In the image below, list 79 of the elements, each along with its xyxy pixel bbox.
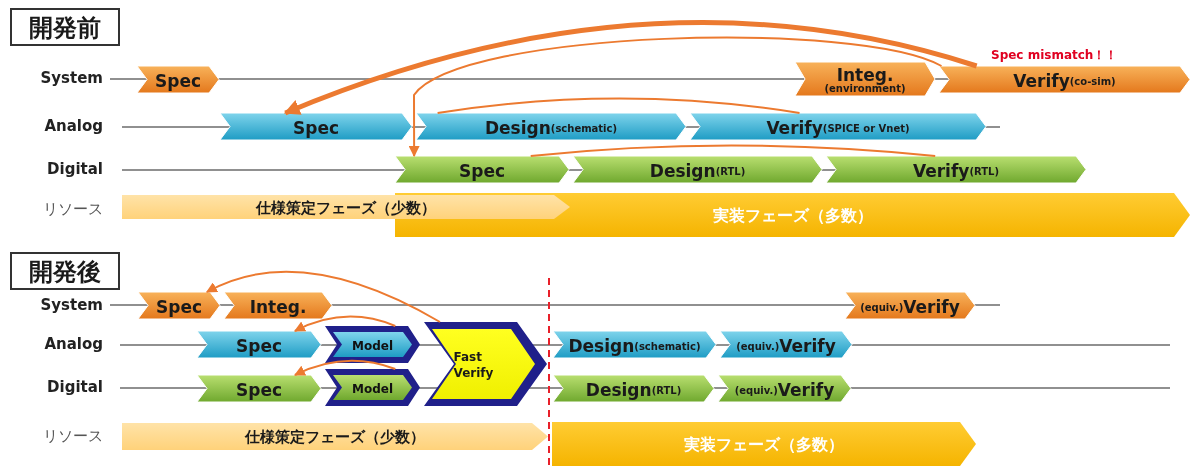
phase-label: Design xyxy=(585,379,652,400)
model-block xyxy=(325,369,420,406)
phase-label: (RTL) xyxy=(969,166,999,177)
phase-label: (RTL) xyxy=(651,385,682,396)
phase-label: Integ. xyxy=(836,64,894,85)
phase-block xyxy=(137,66,219,93)
curved-arrow xyxy=(293,315,397,332)
phase-label: Spec xyxy=(155,70,201,91)
resource-band xyxy=(122,195,570,219)
phase-label: Spec xyxy=(459,160,505,181)
phase-label: Verify xyxy=(766,117,823,138)
warning-text: Spec mismatch！！ xyxy=(991,47,1118,64)
row-label: Analog xyxy=(43,117,103,135)
phase-block xyxy=(690,113,986,140)
phase-block xyxy=(795,62,935,96)
curved-arrow xyxy=(408,36,943,158)
row-label: Digital xyxy=(46,378,103,396)
phase-label: (SPICE or Vnet) xyxy=(822,123,910,134)
phase-label: Spec xyxy=(236,335,282,356)
resource-band xyxy=(552,422,976,466)
curved-line xyxy=(436,97,801,114)
row-label: Digital xyxy=(46,160,103,178)
section-title: 開発後 xyxy=(29,257,101,288)
phase-block xyxy=(220,113,412,140)
phase-block xyxy=(395,156,569,183)
curved-arrow xyxy=(205,270,441,323)
phase-label: Design xyxy=(649,160,716,181)
row-label: System xyxy=(39,296,103,314)
phase-label: (RTL) xyxy=(715,166,746,177)
phase-label: Verify xyxy=(779,335,836,356)
band-label: 実装フェーズ（多数） xyxy=(712,205,873,227)
curved-line xyxy=(529,144,937,157)
resource-label: リソース xyxy=(42,200,103,219)
phase-label: Integ. xyxy=(249,296,307,317)
phase-label: Spec xyxy=(236,379,282,400)
phase-block xyxy=(197,331,321,358)
phase-label: (equiv.) xyxy=(736,341,780,352)
phase-block xyxy=(573,156,822,183)
phase-block xyxy=(553,331,716,358)
phase-label: Verify xyxy=(1013,70,1070,91)
fast-verify-block xyxy=(424,322,547,406)
phase-label: Fast Verify xyxy=(453,348,495,382)
phase-block xyxy=(138,292,220,319)
section-title-box xyxy=(10,8,120,46)
phase-block xyxy=(720,331,852,358)
phase-label: Verify xyxy=(777,379,835,400)
band-label: 実装フェーズ（多数） xyxy=(684,434,844,456)
phase-label: Design xyxy=(568,335,635,356)
phase-label: (schematic) xyxy=(634,341,701,352)
row-label: Analog xyxy=(43,335,103,353)
section-title-box xyxy=(10,252,120,290)
resource-label: リソース xyxy=(42,427,103,446)
phase-block xyxy=(197,375,321,402)
phase-label: Spec xyxy=(156,296,202,317)
phase-label: (equiv.) xyxy=(860,302,904,313)
phase-block xyxy=(718,375,851,402)
phase-label: (schematic) xyxy=(550,123,618,134)
phase-label: Spec xyxy=(293,117,339,138)
band-label: 仕様策定フェーズ（少数） xyxy=(245,428,425,447)
band-label: 仕様策定フェーズ（少数） xyxy=(256,198,436,218)
phase-label: Verify xyxy=(903,296,960,317)
phase-label: Model xyxy=(352,381,393,396)
phase-block xyxy=(939,66,1190,93)
phase-block xyxy=(224,292,332,319)
row-label: System xyxy=(39,69,103,87)
phase-label: Design xyxy=(484,117,551,138)
phase-block xyxy=(553,375,714,402)
phase-label: (co-sim) xyxy=(1069,76,1116,87)
phase-label: Verify xyxy=(912,160,970,181)
curved-arrow xyxy=(283,20,978,116)
phase-block xyxy=(826,156,1086,183)
phase-label: (equiv.) xyxy=(734,385,778,396)
section-title: 開発前 xyxy=(29,13,101,44)
resource-band xyxy=(122,423,548,450)
model-block xyxy=(325,326,420,363)
phase-block xyxy=(416,113,686,140)
phase-label: Model xyxy=(352,338,393,353)
curved-arrow xyxy=(293,359,397,376)
phase-block xyxy=(845,292,975,319)
